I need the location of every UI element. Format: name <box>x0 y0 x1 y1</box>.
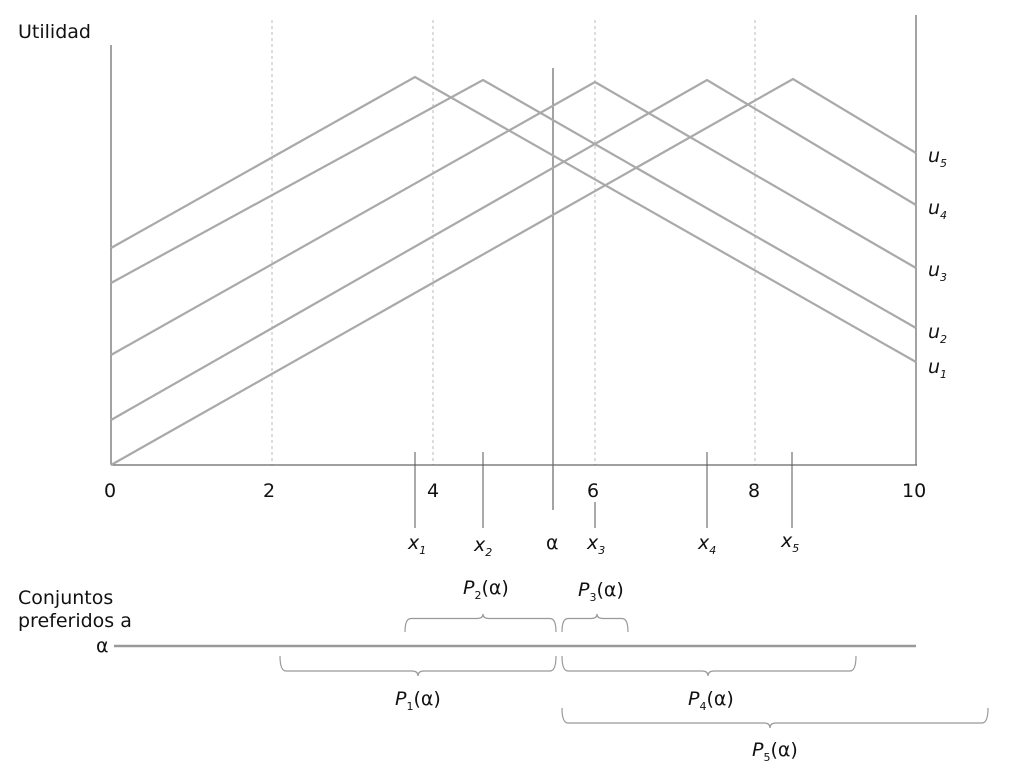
curve-label-u1: u1 <box>928 356 947 381</box>
x-tick-label: 0 <box>104 480 116 502</box>
brace-p1 <box>279 655 557 677</box>
curve-label-u3: u3 <box>928 259 947 284</box>
brace-p5 <box>561 707 989 729</box>
sets-label-line1: Conjuntos <box>18 587 113 609</box>
point-label-x2: x2 <box>473 534 492 559</box>
set-label-p2: P2(α) <box>463 577 509 602</box>
point-label-x3: x3 <box>586 532 605 557</box>
x-tick-label: 2 <box>263 480 275 502</box>
set-label-p1: P1(α) <box>395 688 441 713</box>
brace-p4 <box>561 655 857 677</box>
y-axis-label: Utilidad <box>18 21 91 43</box>
point-label-x5: x5 <box>780 530 799 555</box>
set-label-p3: P3(α) <box>578 579 624 604</box>
curve-u3 <box>110 80 917 356</box>
alpha-axis-label: α <box>96 635 109 657</box>
x-tick-label: 10 <box>902 480 926 502</box>
curve-label-u5: u5 <box>928 145 947 170</box>
point-label-alpha: α <box>546 532 559 554</box>
brace-p3 <box>561 613 629 633</box>
x-tick-label: 6 <box>587 480 599 502</box>
x-tick-label: 4 <box>427 480 439 502</box>
curve-label-u4: u4 <box>928 197 947 222</box>
curve-label-u2: u2 <box>928 321 947 346</box>
curve-u4 <box>110 78 917 421</box>
curve-u2 <box>110 78 917 329</box>
sets-label-line2: preferidos a <box>18 610 132 632</box>
set-label-p4: P4(α) <box>688 688 734 713</box>
point-label-x1: x1 <box>407 532 426 557</box>
curve-u5 <box>110 77 917 466</box>
curve-u1 <box>110 75 917 363</box>
point-label-x4: x4 <box>697 532 716 557</box>
set-label-p5: P5(α) <box>752 739 798 764</box>
brace-p2 <box>404 613 557 633</box>
x-tick-label: 8 <box>748 480 760 502</box>
